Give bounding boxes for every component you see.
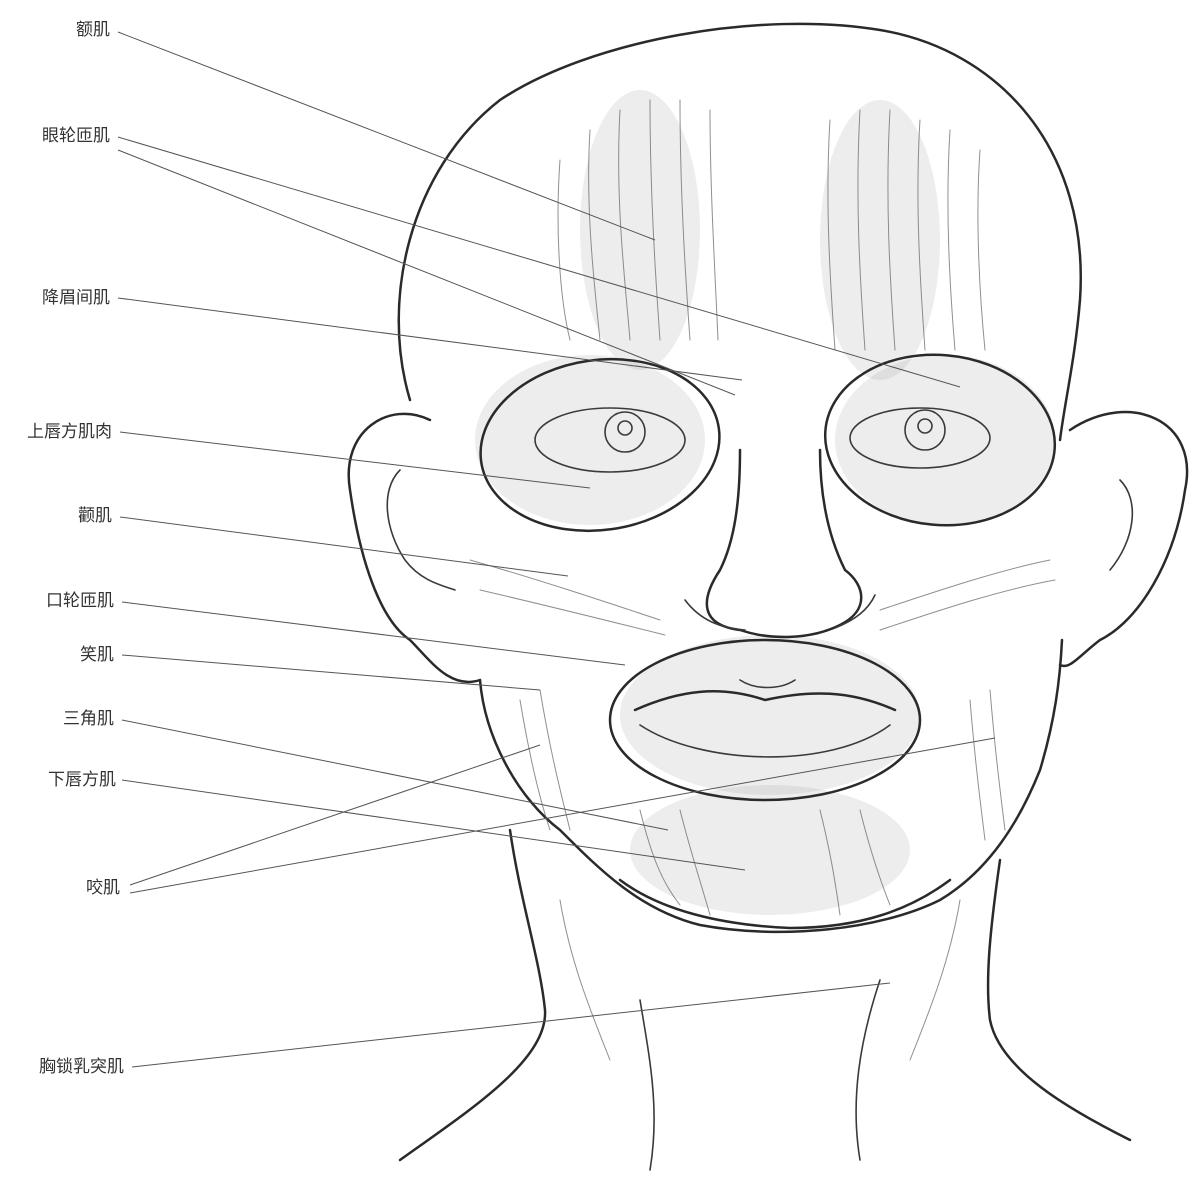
nose — [685, 450, 875, 637]
label-zygomaticus: 颧肌 — [78, 506, 112, 526]
label-orbicularis-oris: 口轮匝肌 — [46, 591, 114, 611]
label-masseter: 咬肌 — [86, 878, 120, 898]
label-risorius: 笑肌 — [80, 645, 114, 665]
leader-risorius — [122, 655, 540, 690]
label-depressor-labii-inferioris: 下唇方肌 — [48, 770, 116, 790]
label-sternocleidomastoid: 胸锁乳突肌 — [39, 1057, 124, 1077]
label-orbicularis-oculi: 眼轮匝肌 — [42, 126, 110, 146]
leader-sternocleidomastoid — [132, 983, 890, 1067]
label-depressor-anguli-oris: 三角肌 — [63, 709, 114, 729]
leader-zygomaticus — [120, 517, 568, 576]
label-frontalis: 额肌 — [76, 20, 110, 40]
shading — [475, 90, 1055, 915]
label-procerus: 降眉间肌 — [42, 288, 110, 308]
muscle-fibers — [470, 100, 1055, 1060]
leader-masseter-1 — [130, 745, 540, 885]
label-levator-labii-superioris: 上唇方肌肉 — [27, 422, 112, 442]
leader-orbicularis-oris — [122, 602, 625, 665]
leader-depressor-anguli — [122, 720, 668, 830]
